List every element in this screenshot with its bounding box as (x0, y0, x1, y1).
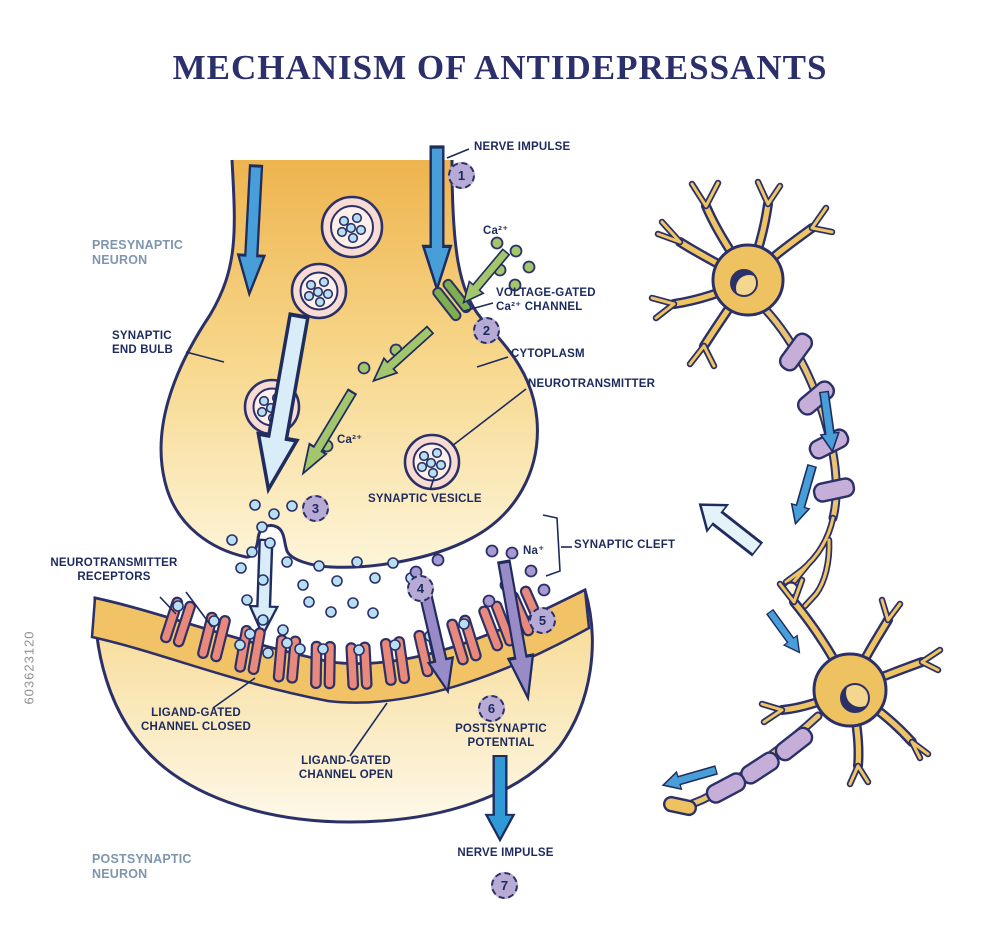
synaptic-vesicle-shape (403, 433, 461, 491)
label-postsynaptic-neuron: POSTSYNAPTIC NEURON (92, 852, 192, 882)
step-1-badge: 1 (448, 162, 475, 189)
zoom-callout-arrow (689, 490, 769, 564)
label-ligand-gated-open: LIGAND-GATED CHANNEL OPEN (298, 755, 394, 782)
synaptic-vesicle-shape (290, 262, 348, 320)
pointer-end-bulb (185, 351, 225, 363)
label-cytoplasm: CYTOPLASM (511, 348, 585, 360)
pointer-cytoplasm (476, 356, 509, 368)
label-neurotransmitter-receptors: NEUROTRANSMITTER RECEPTORS (50, 557, 178, 584)
upper-myelin-sheaths (778, 332, 856, 503)
label-postsynaptic-potential: POSTSYNAPTIC POTENTIAL (455, 723, 547, 750)
label-nerve-impulse-top: NERVE IMPULSE (474, 141, 571, 153)
page-title: MECHANISM OF ANTIDEPRESSANTS (172, 48, 828, 87)
pointer-receptors-1 (159, 596, 177, 615)
pointer-nerve-impulse (446, 148, 470, 159)
axon-stub (662, 795, 698, 817)
pointer-vesicle (429, 477, 435, 491)
receptor (310, 640, 336, 690)
pointer-channel-closed (212, 677, 256, 709)
pointer-channel-open (349, 702, 388, 757)
step-2-badge: 2 (473, 317, 500, 344)
pointer-neurotransmitter (451, 388, 527, 447)
label-synaptic-end-bulb: SYNAPTIC END BULB (112, 330, 174, 357)
label-synaptic-vesicle: SYNAPTIC VESICLE (368, 493, 482, 505)
pointer-receptors-2 (185, 591, 213, 628)
step-3-badge: 3 (302, 495, 329, 522)
step-4-badge: 4 (407, 575, 434, 602)
step-6-badge: 6 (478, 695, 505, 722)
label-voltage-gated-channel: VOLTAGE-GATED Ca²⁺ CHANNEL (496, 287, 596, 314)
neurotransmitter-dots (172, 499, 470, 659)
step-5-badge: 5 (529, 607, 556, 634)
voltage-gated-channel (432, 278, 472, 322)
receptor (345, 641, 373, 691)
pointer-voltage-gated (463, 302, 494, 312)
label-ligand-gated-closed: LIGAND-GATED CHANNEL CLOSED (141, 707, 251, 734)
lower-myelin-sheaths (705, 726, 814, 804)
step-7-badge: 7 (491, 872, 518, 899)
pointer-lines (159, 148, 572, 757)
label-synaptic-cleft: SYNAPTIC CLEFT (574, 539, 676, 551)
synaptic-cleft-bracket (542, 514, 561, 577)
watermark: 603623120 (21, 630, 37, 705)
synaptic-vesicle-shape (320, 195, 384, 259)
lower-neuron (662, 576, 944, 817)
label-neurotransmitter: NEUROTRANSMITTER (528, 378, 656, 390)
label-ca-top: Ca²⁺ (483, 225, 509, 237)
label-presynaptic-neuron: PRESYNAPTIC NEURON (92, 238, 184, 268)
label-ca-inner: Ca²⁺ (337, 434, 363, 446)
label-nerve-impulse-bottom: NERVE IMPULSE (457, 847, 554, 859)
presynaptic-membrane (159, 159, 539, 569)
label-na: Na⁺ (523, 545, 545, 557)
